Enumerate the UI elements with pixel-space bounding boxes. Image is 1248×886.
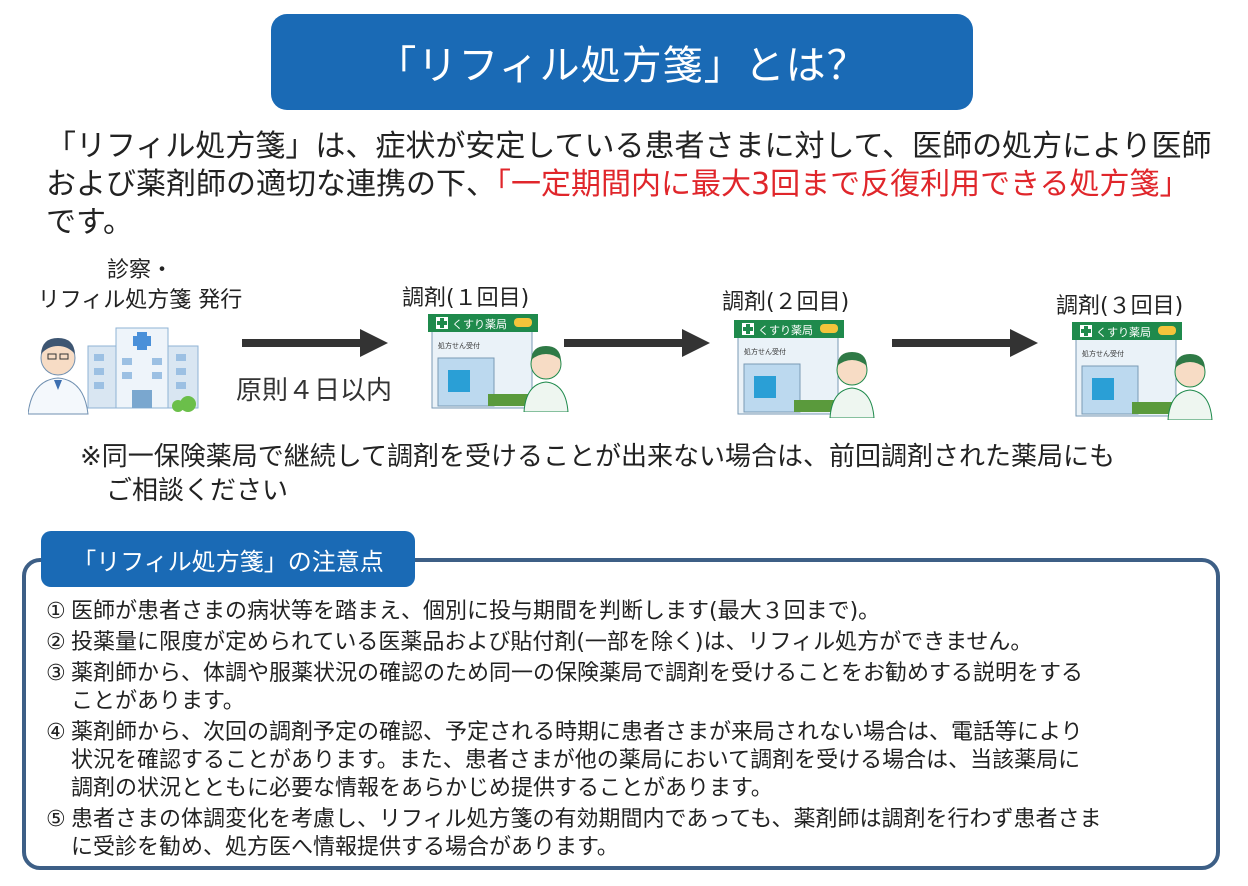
caution-item-text-cont: 状況を確認することがあります。また、患者さまが他の薬局において調剤を受ける場合は…	[71, 748, 1081, 773]
intro-line-2: および薬剤師の適切な連携の下、「一定期間内に最大3回まで反復利用できる処方箋」	[46, 166, 1216, 204]
pharmacy-counter-1: 処方せん受付	[438, 341, 480, 350]
pharmacy-illustration-3: くすり薬局 処方せん受付	[1072, 322, 1213, 420]
intro-line-2-start: および薬剤師の適切な連携の下、	[46, 167, 496, 202]
caution-heading: 「リフィル処方箋」の注意点	[41, 531, 415, 587]
caution-item-text-cont: に受診を勧め、処方医へ情報提供する場合があります。	[71, 835, 619, 860]
flow-arrow-3	[892, 329, 1038, 357]
pharmacy-illustration-1: くすり薬局 処方せん受付	[428, 314, 569, 412]
caution-item-text-cont: ことがあります。	[71, 689, 245, 714]
caution-box	[22, 558, 1220, 870]
caution-item-text: 薬剤師から、次回の調剤予定の確認、予定される時期に患者さまが来局されない場合は、…	[71, 720, 1083, 745]
hospital-doctor-illustration	[28, 327, 199, 415]
intro-highlight: 「一定期間内に最大3回まで反復利用できる処方箋」	[496, 167, 1190, 202]
hospital-label: 診察・ リフィル処方箋 発行	[30, 256, 250, 316]
note-line-1: ※同一保険薬局で継続して調剤を受けることが出来ない場合は、前回調剤された薬局にも	[80, 442, 1116, 472]
caution-item-text: 薬剤師から、体調や服薬状況の確認のため同一の保険薬局で調剤を受けることをお勧めす…	[71, 661, 1084, 686]
caution-item-text: 医師が患者さまの病状等を踏まえ、個別に投与期間を判断します(最大３回まで)。	[71, 599, 881, 624]
hospital-label-line-1: 診察・	[106, 258, 173, 283]
intro-line-1: 「リフィル処方箋」は、症状が安定している患者さまに対して、医師の処方により医師	[46, 129, 1212, 164]
interval-label: 原則４日以内	[236, 376, 393, 406]
caution-item-number: ②	[46, 630, 66, 655]
intro-paragraph: 「リフィル処方箋」は、症状が安定している患者さまに対して、医師の処方により医師 …	[46, 128, 1216, 242]
caution-item-text: 投薬量に限度が定められている医薬品および貼付剤(一部を除く)は、リフィル処方がで…	[71, 630, 1033, 655]
pharmacy-sign-1: くすり薬局	[452, 318, 507, 331]
step-3-label: 調剤(３回目)	[1056, 294, 1184, 319]
pharmacy-counter-2: 処方せん受付	[744, 347, 786, 356]
caution-item-number: ④	[46, 720, 66, 745]
caution-item-number: ①	[46, 599, 66, 624]
page-title: 「リフィル処方箋」とは？	[271, 14, 973, 110]
pharmacy-sign-3: くすり薬局	[1096, 326, 1151, 339]
caution-item-text-cont: 調剤の状況とともに必要な情報をあらかじめ提供することがあります。	[71, 776, 773, 801]
intro-line-3: です。	[46, 205, 133, 240]
caution-item-number: ③	[46, 661, 66, 686]
note-line-2: ご相談ください	[106, 476, 289, 506]
pharmacy-counter-3: 処方せん受付	[1082, 349, 1124, 358]
step-1-label: 調剤(１回目)	[402, 286, 530, 311]
pharmacy-sign-2: くすり薬局	[758, 324, 813, 337]
caution-item-text: 患者さまの体調変化を考慮し、リフィル処方箋の有効期間内であっても、薬剤師は調剤を…	[71, 807, 1102, 832]
hospital-label-line-2: リフィル処方箋 発行	[37, 288, 243, 313]
pharmacy-note: ※同一保険薬局で継続して調剤を受けることが出来ない場合は、前回調剤された薬局にも…	[80, 440, 1200, 508]
caution-item-number: ⑤	[46, 807, 66, 832]
pharmacy-illustration-2: くすり薬局 処方せん受付	[734, 320, 875, 418]
flow-arrow-1	[242, 329, 388, 357]
flow-arrow-2	[564, 329, 710, 357]
step-2-label: 調剤(２回目)	[722, 290, 850, 315]
